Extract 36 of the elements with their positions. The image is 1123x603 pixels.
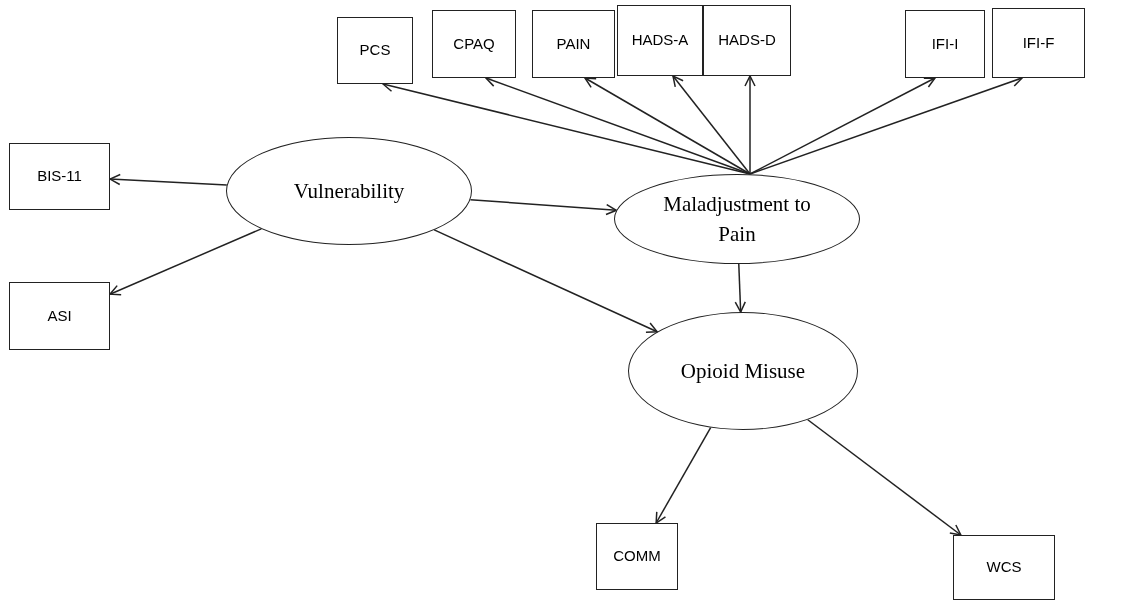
arrow	[672, 75, 751, 175]
node-label: Maladjustment to Pain	[663, 191, 811, 248]
node-label: BIS-11	[37, 166, 82, 187]
arrow	[807, 419, 962, 536]
arrow	[655, 426, 712, 524]
node-label: CPAQ	[453, 33, 495, 54]
arrow	[734, 263, 746, 313]
arrow	[749, 77, 936, 175]
node-label: HADS-A	[631, 30, 689, 51]
arrow	[584, 77, 751, 175]
arrow	[433, 229, 658, 333]
indicator-box	[905, 10, 985, 78]
indicator-box	[9, 282, 110, 350]
indicator-box	[992, 8, 1085, 78]
arrow	[744, 75, 756, 175]
node-label: COMM	[613, 546, 661, 567]
node-label: Vulnerability	[293, 178, 405, 205]
node-label: PAIN	[556, 33, 591, 54]
arrow	[109, 228, 263, 296]
node-label: PCS	[359, 40, 391, 61]
node-label: HADS-D	[718, 30, 776, 51]
node-label: IFI-I	[931, 33, 959, 54]
arrow	[109, 173, 228, 186]
indicator-box	[9, 143, 110, 210]
indicator-box	[596, 523, 678, 590]
arrow	[469, 199, 618, 216]
indicator-box	[432, 10, 516, 78]
indicator-box	[953, 535, 1055, 600]
indicator-box	[617, 5, 703, 76]
indicator-box	[703, 5, 791, 76]
indicator-box	[337, 17, 413, 84]
node-label: ASI	[47, 305, 72, 326]
indicator-box	[532, 10, 615, 78]
node-label: IFI-F	[1022, 32, 1055, 53]
node-label: WCS	[986, 557, 1022, 578]
node-label: Opioid Misuse	[680, 358, 806, 385]
